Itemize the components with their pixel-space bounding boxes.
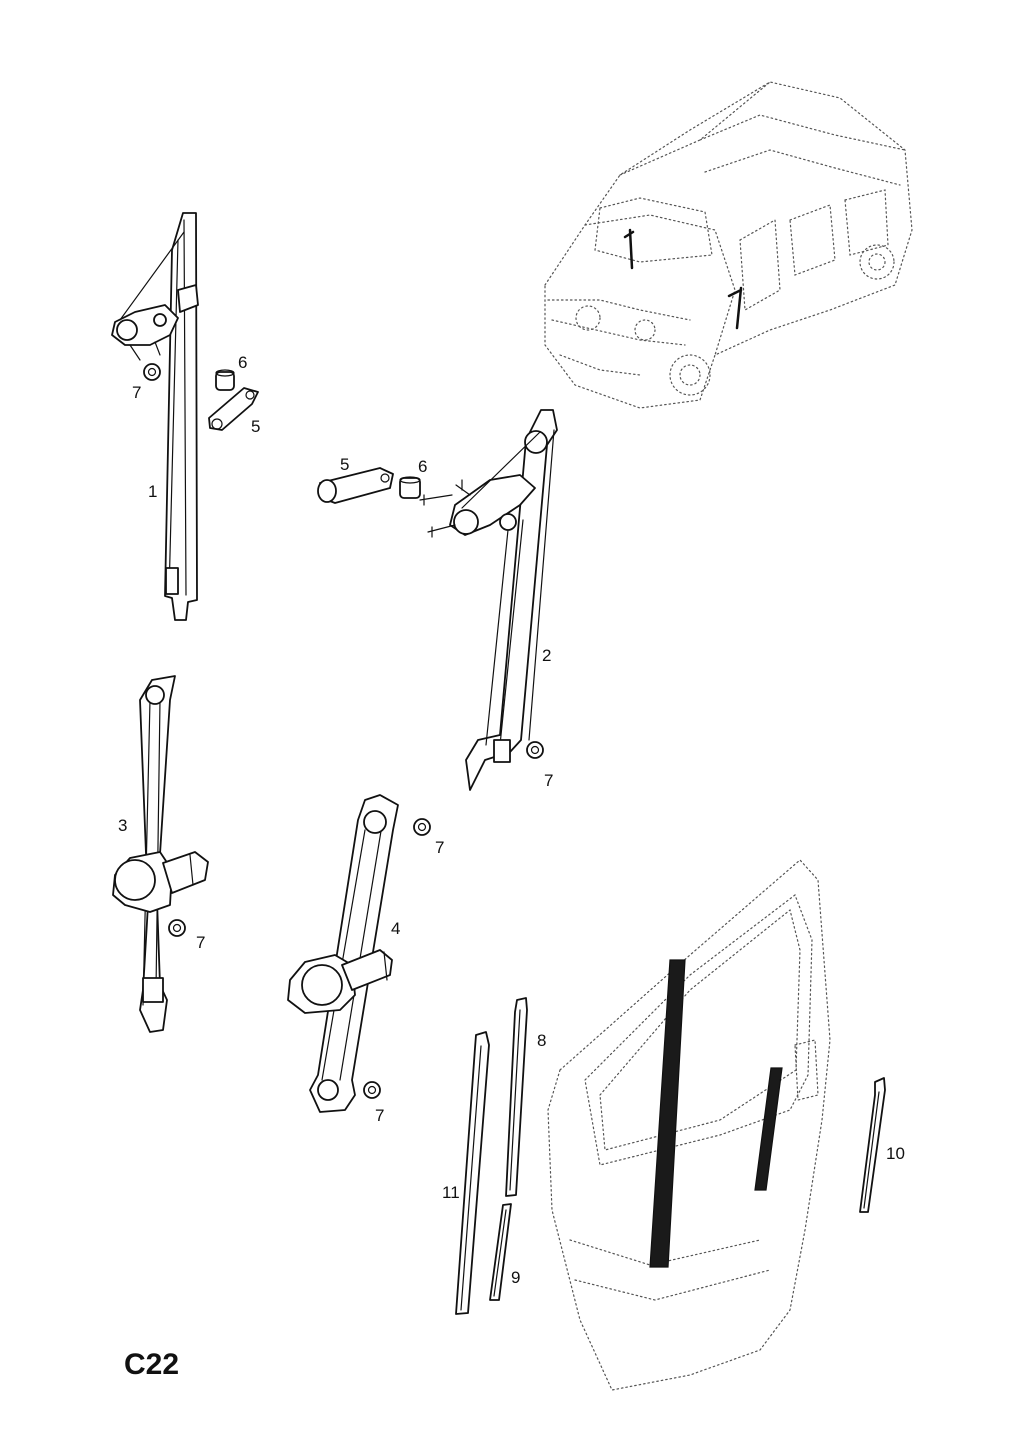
- crank-handle-5b: [317, 467, 394, 504]
- callout-7c: 7: [196, 933, 205, 952]
- window-regulator-1: [111, 212, 199, 621]
- window-regulator-4: [287, 794, 399, 1113]
- bushing-6a: [215, 369, 235, 391]
- nut-7d: [413, 818, 431, 836]
- callout-5b: 5: [340, 455, 349, 474]
- vehicle-illustration: 1 1: [544, 81, 913, 409]
- seal-strip-11: [455, 1031, 490, 1315]
- callout-8: 8: [537, 1031, 546, 1050]
- callout-4: 4: [391, 919, 400, 938]
- seal-strip-8: [505, 997, 528, 1197]
- callout-6a: 6: [238, 353, 247, 372]
- bushing-6b: [399, 476, 421, 499]
- seal-strip-10: [859, 1077, 886, 1213]
- callout-1: 1: [148, 482, 157, 501]
- window-regulator-2: [419, 409, 558, 791]
- nut-7b: [526, 741, 544, 759]
- callout-3: 3: [118, 816, 127, 835]
- callout-7b: 7: [544, 771, 553, 790]
- seal-strip-9: [489, 1203, 512, 1301]
- callout-7e: 7: [375, 1106, 384, 1125]
- sheet-code: C22: [124, 1348, 179, 1381]
- window-regulator-3: [112, 675, 209, 1033]
- callout-7a: 7: [132, 383, 141, 402]
- nut-7c: [168, 919, 186, 937]
- callout-6b: 6: [418, 457, 427, 476]
- callout-5a: 5: [251, 417, 260, 436]
- callout-2: 2: [542, 646, 551, 665]
- nut-7e: [363, 1081, 381, 1099]
- callout-7d: 7: [435, 838, 444, 857]
- crank-handle-5a: [208, 387, 259, 431]
- nut-7a: [143, 363, 161, 381]
- door-illustration: [547, 859, 831, 1391]
- callout-11: 11: [442, 1183, 460, 1202]
- callout-10: 10: [886, 1144, 905, 1163]
- callout-9: 9: [511, 1268, 520, 1287]
